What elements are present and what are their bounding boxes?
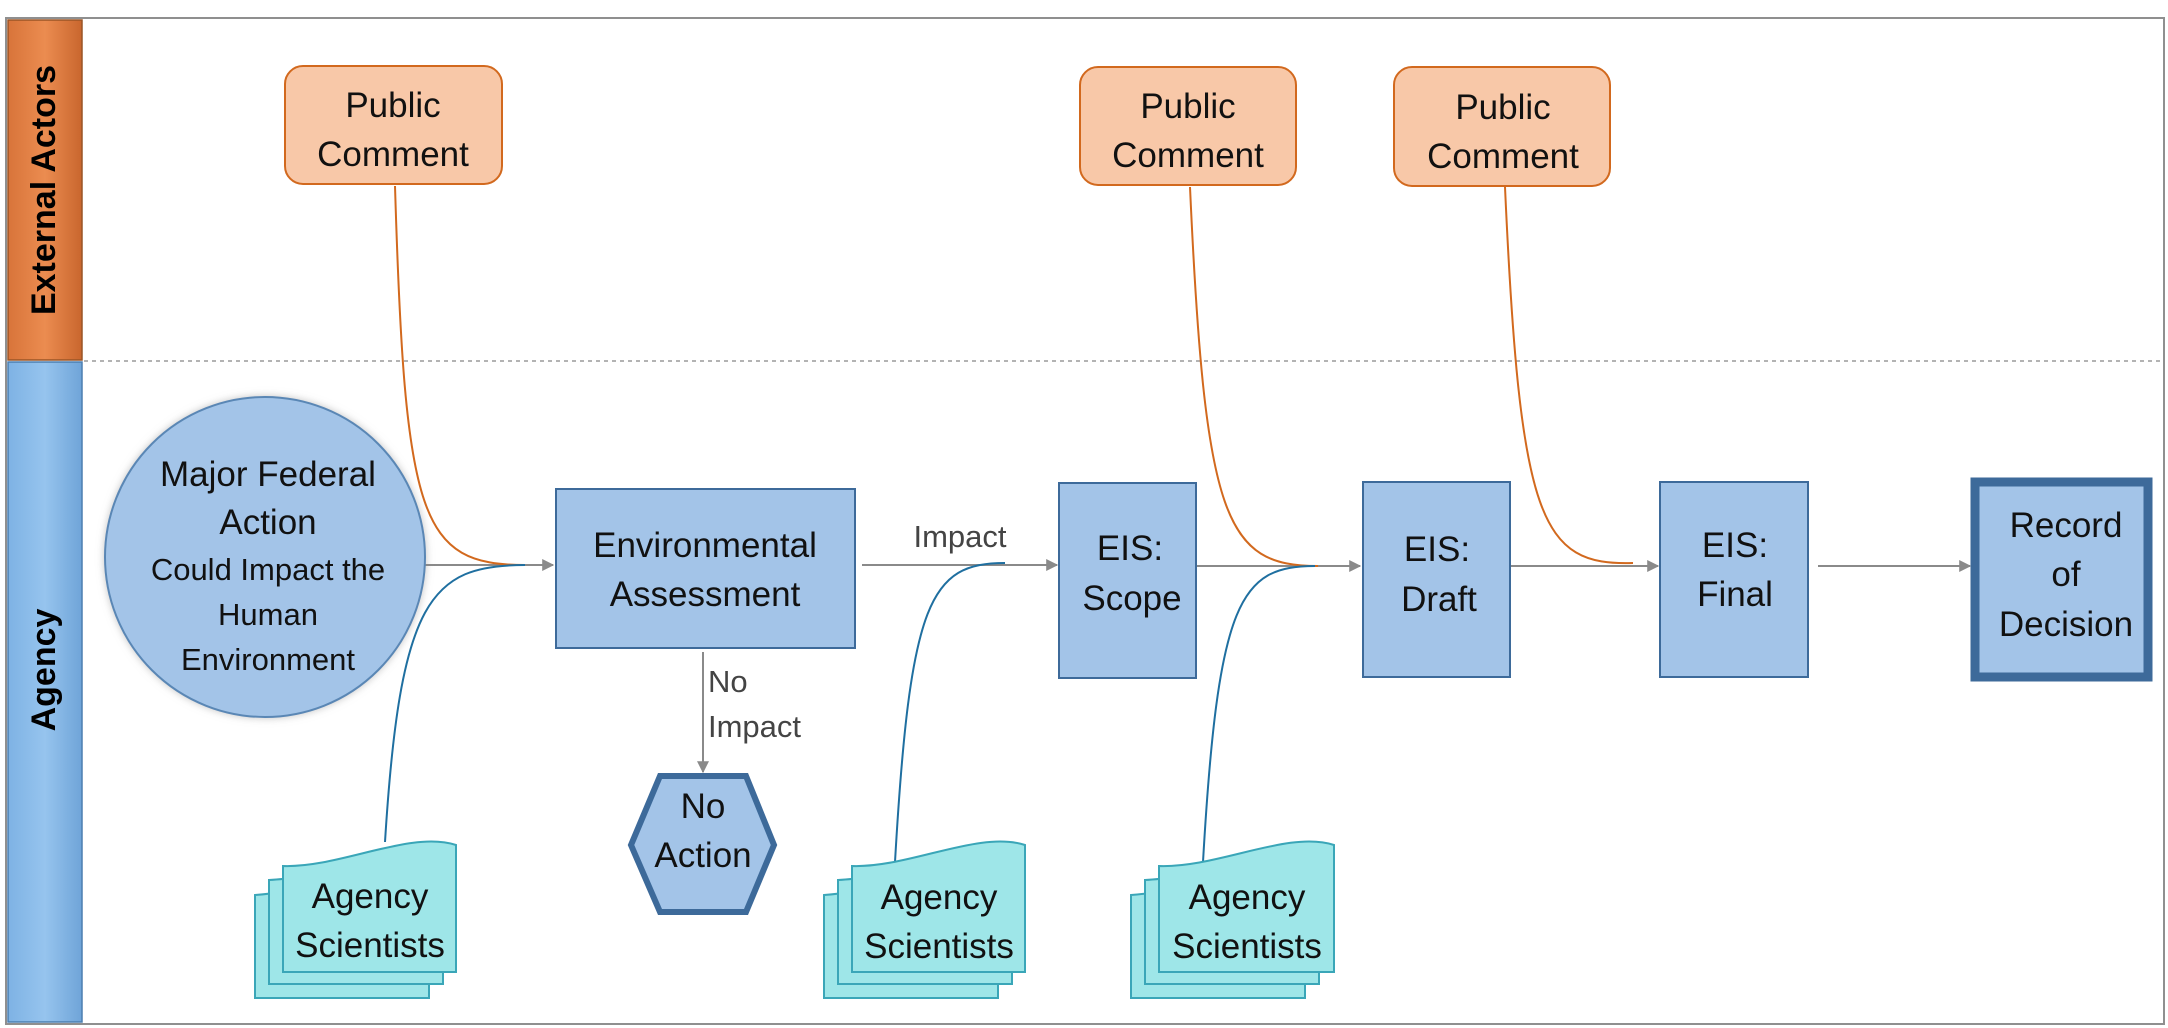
lane-external-actors: External Actors xyxy=(7,19,83,361)
public-comment-2-line1: Public xyxy=(1140,87,1235,126)
public-comment-1: Public Comment xyxy=(284,65,503,185)
node-eis-scope: EIS: Scope xyxy=(1058,482,1197,679)
eis-final-box xyxy=(1659,481,1809,678)
lane-agency-label: Agency xyxy=(25,609,63,732)
eis-draft-line2: Draft xyxy=(1401,580,1477,619)
public-comment-1-line2: Comment xyxy=(317,135,469,174)
eis-scope-line2: Scope xyxy=(1082,579,1181,618)
curve-comment-2 xyxy=(1189,186,1319,567)
agency-scientists-1-line2: Scientists xyxy=(295,926,445,965)
curve-scientists-2 xyxy=(894,562,1006,863)
major-action-circle xyxy=(104,396,426,718)
node-no-action: No Action xyxy=(627,773,778,915)
flow-arrows xyxy=(424,559,1972,774)
agency-scientists-3-line1: Agency xyxy=(1189,878,1306,917)
agency-scientists-1: Agency Scientists xyxy=(254,840,457,999)
no-action-line2: Action xyxy=(654,836,751,875)
major-action-line5: Environment xyxy=(181,642,355,677)
agency-scientists-3-line2: Scientists xyxy=(1172,927,1322,966)
node-major-federal-action: Major Federal Action Could Impact the Hu… xyxy=(104,396,426,718)
agency-scientists-2-line2: Scientists xyxy=(864,927,1014,966)
eis-scope-line1: EIS: xyxy=(1097,529,1163,568)
curve-scientists-1 xyxy=(384,564,526,843)
public-comment-3-line1: Public xyxy=(1455,88,1550,127)
major-action-line2: Action xyxy=(219,503,316,542)
eis-draft-box xyxy=(1362,481,1511,678)
agency-scientists-3-sheet-front xyxy=(1158,840,1335,973)
lane-external-header xyxy=(7,19,83,361)
public-comment-3-box xyxy=(1393,66,1611,187)
public-comment-1-line1: Public xyxy=(345,86,440,125)
node-environmental-assessment: Environmental Assessment xyxy=(555,488,856,649)
ea-line2: Assessment xyxy=(610,575,801,614)
major-action-line1: Major Federal xyxy=(160,455,376,494)
eis-final-line2: Final xyxy=(1697,575,1773,614)
agency-scientists-3: Agency Scientists xyxy=(1130,840,1335,999)
node-eis-draft: EIS: Draft xyxy=(1362,481,1511,678)
scientist-curves xyxy=(384,562,1316,863)
node-record-of-decision: Record of Decision xyxy=(1970,477,2153,682)
rod-line3: Decision xyxy=(1999,605,2133,644)
lane-agency-header xyxy=(7,361,83,1023)
major-action-line4: Human xyxy=(218,597,318,632)
eis-draft-line1: EIS: xyxy=(1404,530,1470,569)
edge-label-no-impact-2: Impact xyxy=(708,709,801,744)
curve-comment-3 xyxy=(1504,186,1634,565)
agency-scientists-1-line1: Agency xyxy=(312,877,429,916)
public-comment-2-box xyxy=(1079,66,1297,186)
lane-external-label: External Actors xyxy=(25,65,63,315)
ea-box xyxy=(555,488,856,649)
curve-comment-1 xyxy=(394,185,526,566)
comment-curves xyxy=(394,185,1634,567)
no-action-line1: No xyxy=(681,787,726,826)
agency-scientists-2-line1: Agency xyxy=(881,878,998,917)
public-comment-3: Public Comment xyxy=(1393,66,1611,187)
agency-scientists-1-sheet-front xyxy=(282,840,457,973)
eis-scope-box xyxy=(1058,482,1197,679)
lane-agency: Agency xyxy=(7,361,83,1023)
agency-scientists-2-sheet-front xyxy=(851,840,1026,973)
no-action-hexagon xyxy=(627,773,778,915)
rod-line1: Record xyxy=(2010,506,2123,545)
public-comment-1-box xyxy=(284,65,503,185)
public-comment-3-line2: Comment xyxy=(1427,137,1579,176)
eis-final-line1: EIS: xyxy=(1702,526,1768,565)
public-comment-2: Public Comment xyxy=(1079,66,1297,186)
edge-label-impact: Impact xyxy=(913,519,1006,554)
edge-label-no-impact-1: No xyxy=(708,664,748,699)
ea-line1: Environmental xyxy=(593,526,817,565)
record-of-decision-box xyxy=(1970,477,2153,682)
node-eis-final: EIS: Final xyxy=(1659,481,1809,678)
curve-scientists-3 xyxy=(1202,565,1316,863)
rod-line2: of xyxy=(2051,555,2080,594)
major-action-line3: Could Impact the xyxy=(151,552,385,587)
agency-scientists-2: Agency Scientists xyxy=(823,840,1026,999)
public-comment-2-line2: Comment xyxy=(1112,136,1264,175)
